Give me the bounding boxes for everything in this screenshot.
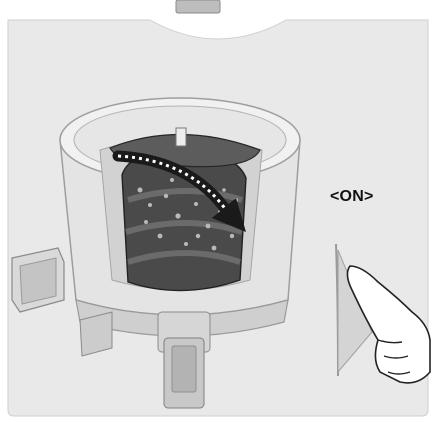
- previous-step-tab: [176, 0, 220, 13]
- on-label: <ON>: [330, 188, 374, 206]
- juice-spout: [12, 248, 64, 312]
